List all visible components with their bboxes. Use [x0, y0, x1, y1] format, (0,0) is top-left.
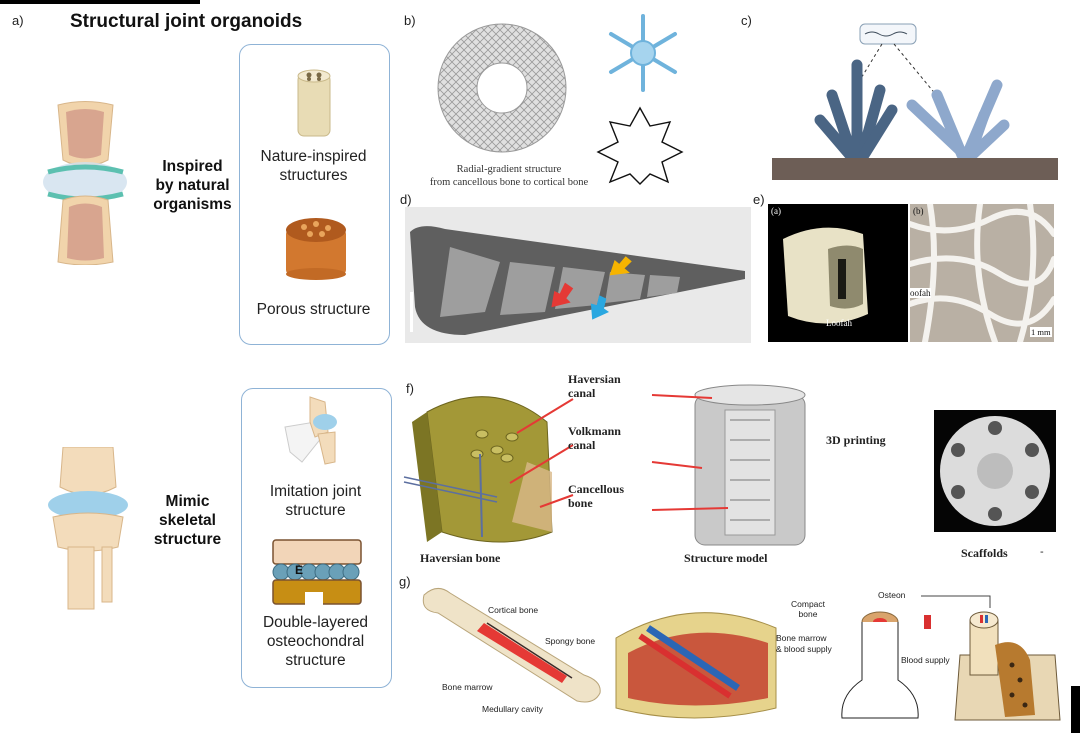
- label-structure-model: Structure model: [684, 551, 768, 565]
- box-top: [239, 44, 390, 345]
- joint-illustration-top: [43, 101, 127, 265]
- side-caption-bottom: Mimic skeletal structure: [153, 493, 222, 548]
- label-spongy-bone: Spongy bone: [545, 636, 596, 646]
- panel-label-a: a): [12, 13, 24, 28]
- page-title: Structural joint organoids: [70, 11, 303, 32]
- panel-e-loofah-label-2: oofah: [910, 288, 931, 298]
- loofah-cylinder-icon: [297, 69, 331, 137]
- label-3d-printing: 3D printing: [826, 433, 886, 447]
- top-rule: [0, 0, 200, 4]
- caption-double-layered: Double-layered osteochondral structure: [262, 614, 369, 669]
- panel-label-g: g): [399, 574, 411, 589]
- label-medullary-cavity: Medullary cavity: [482, 704, 543, 714]
- label-haversian-canal: Haversian canal: [568, 372, 621, 400]
- side-caption-top: Inspired by natural organisms: [153, 158, 232, 213]
- label-compact-bone: Compact bone: [791, 599, 826, 619]
- panel-label-e: e): [753, 192, 765, 207]
- snowflake-icon: [609, 14, 677, 92]
- panel-label-d: d): [400, 192, 412, 207]
- koch-snowflake-icon: [596, 106, 684, 185]
- label-bone-marrow: Bone marrow: [442, 682, 493, 692]
- imitation-joint-icon: [284, 396, 337, 465]
- panel-label-b: b): [404, 13, 416, 28]
- long-bone-illustration: [422, 588, 601, 703]
- loofah-photo: [768, 204, 908, 342]
- loofah-closeup: [910, 204, 1054, 342]
- caption-porous: Porous structure: [256, 301, 371, 318]
- panel-e-sub-b: (b): [913, 206, 924, 216]
- label-cortical-bone: Cortical bone: [488, 605, 539, 615]
- scaffolds-dash: -: [1040, 546, 1044, 558]
- label-haversian-bone: Haversian bone: [420, 551, 501, 565]
- label-scaffolds: Scaffolds: [961, 546, 1008, 560]
- layer-letter: E: [295, 563, 304, 577]
- panel-c-illustration: [772, 23, 1058, 180]
- scaffold-photo: [934, 410, 1056, 532]
- bone-cross-section: [615, 612, 777, 719]
- osteon-3d-illustration: [954, 611, 1061, 721]
- joint-illustration-bottom: [48, 447, 128, 610]
- panel-e-scale: 1 mm: [1030, 327, 1052, 337]
- label-marrow-supply: Bone marrow & blood supply: [776, 633, 832, 654]
- haversian-bone-illustration: [403, 396, 553, 543]
- label-cancellous-bone: Cancellous bone: [568, 482, 625, 510]
- panel-label-c: c): [741, 13, 752, 28]
- panel-b-caption: Radial-gradient structure from cancellou…: [429, 164, 589, 188]
- panel-label-f: f): [406, 381, 414, 396]
- corner-artifact: [1071, 686, 1080, 733]
- panel-d-xray: [405, 207, 751, 343]
- porous-cylinder-icon: [286, 218, 346, 280]
- radial-gradient-structure: [437, 23, 567, 153]
- structure-model-illustration: [651, 384, 806, 546]
- caption-nature-inspired: Nature-inspired structures: [260, 148, 367, 184]
- panel-d-arrows: [551, 256, 632, 320]
- compact-bone-illustration: [841, 611, 919, 719]
- panel-e-loofah-label: Loofah: [826, 318, 852, 328]
- panel-f-label-arrows: [509, 398, 574, 508]
- label-blood-supply: Blood supply: [901, 655, 950, 665]
- label-volkmann-canal: Volkmann canal: [568, 424, 621, 452]
- panel-e-sub-a: (a): [771, 206, 781, 216]
- caption-imitation-joint: Imitation joint structure: [269, 483, 362, 519]
- double-layer-icon: [272, 539, 362, 606]
- label-osteon: Osteon: [878, 590, 906, 600]
- osteon-bracket: [921, 595, 991, 629]
